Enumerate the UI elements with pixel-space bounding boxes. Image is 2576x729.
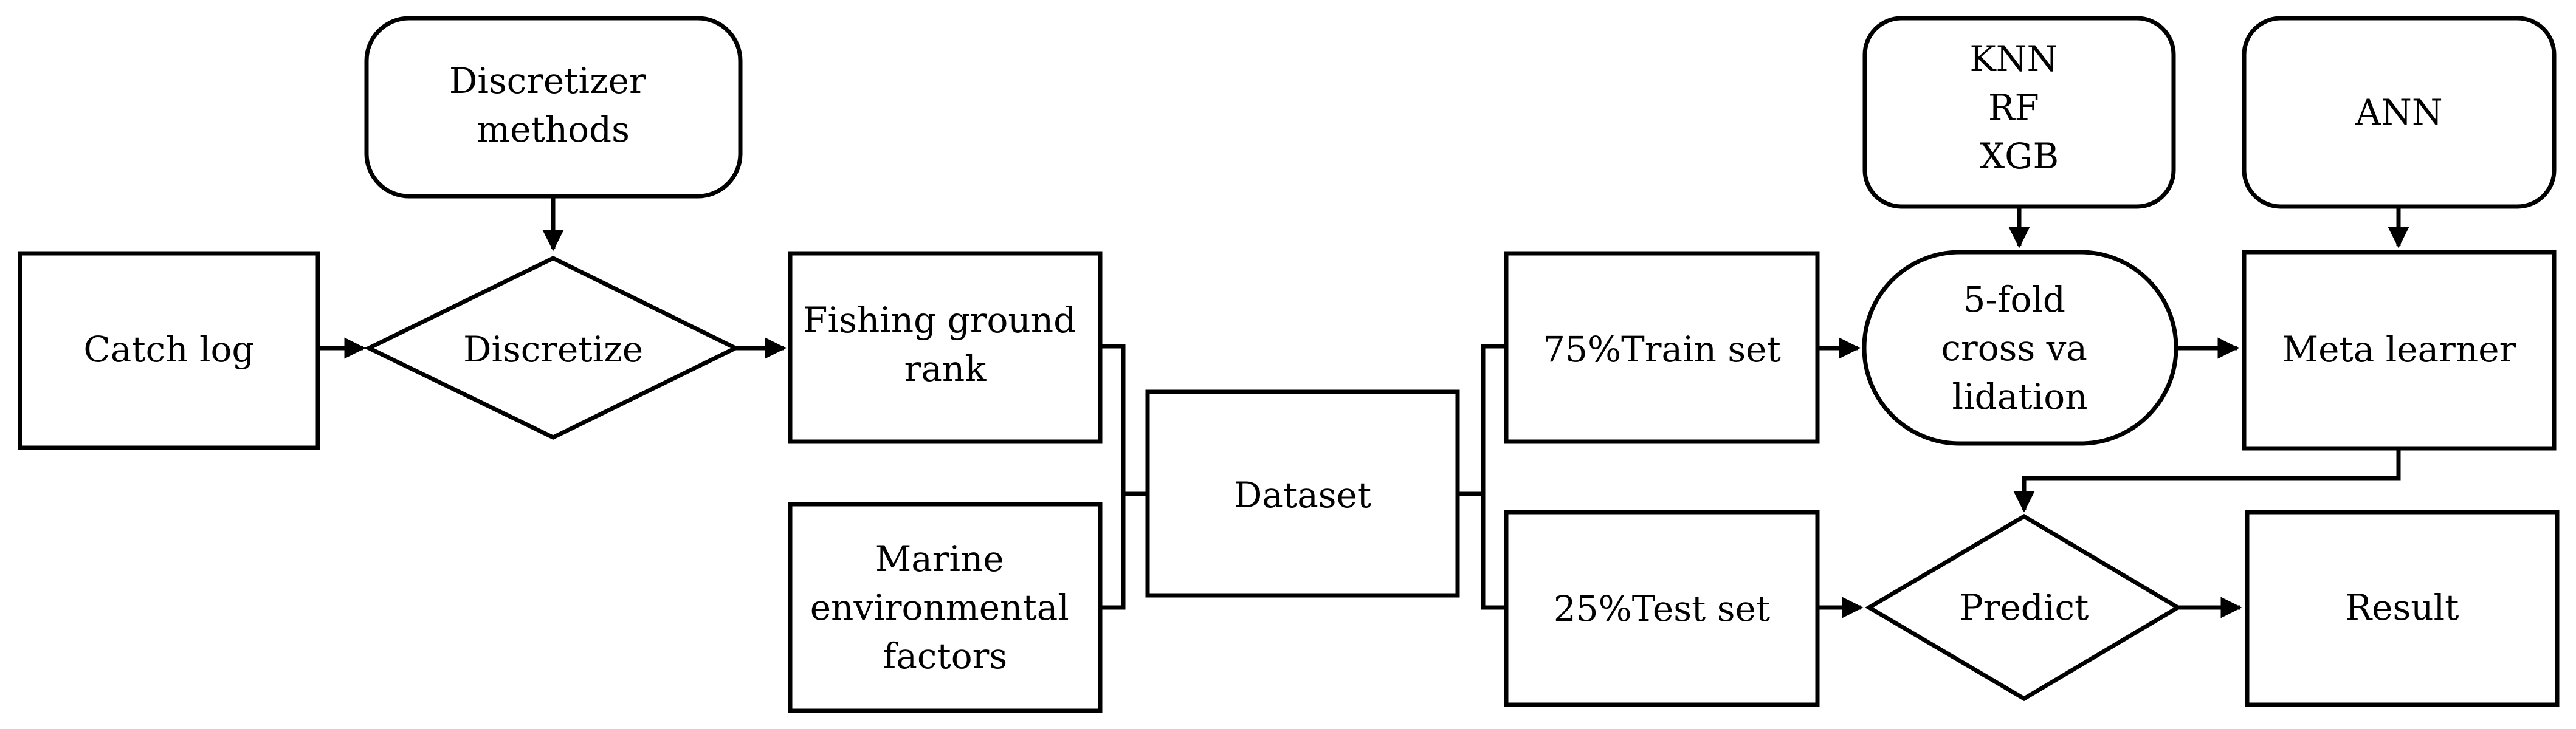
edge-marine-to-dataset: [1100, 494, 1126, 610]
node-meta-learner: Meta learner: [2242, 250, 2557, 451]
node-label: Marine environmental factors: [810, 538, 1081, 677]
edge-meta-to-predict: [2013, 448, 2401, 513]
node-label: Discretizer methods: [449, 60, 657, 150]
node-predict-decision: Predict: [1865, 513, 2182, 702]
node-fishing-ground-rank: Fishing ground rank: [788, 251, 1103, 444]
edge-dataset-to-train: [1458, 344, 1506, 496]
node-label: Meta learner: [2282, 329, 2516, 370]
node-base-models: KNN RF XGB: [1862, 16, 2176, 209]
node-label: KNN RF XGB: [1969, 38, 2068, 177]
edge-fishing-rank-to-dataset: [1100, 344, 1148, 496]
node-label: Fishing ground rank: [803, 299, 1087, 389]
node-label: Result: [2346, 587, 2459, 628]
node-catch-log: Catch log: [18, 251, 320, 450]
node-label: 25%Test set: [1554, 588, 1770, 629]
node-discretizer-methods: Discretizer methods: [364, 16, 743, 199]
node-label: ANN: [2355, 92, 2442, 133]
node-test-set: 25%Test set: [1504, 510, 1820, 707]
node-label: 5-fold cross va lidation: [1941, 279, 2099, 417]
node-label: Predict: [1960, 587, 2089, 628]
edge-dataset-to-test: [1481, 494, 1506, 610]
connectors: [318, 196, 2409, 618]
node-marine-environmental-factors: Marine environmental factors: [788, 502, 1103, 713]
node-cross-validation: 5-fold cross va lidation: [1862, 250, 2178, 446]
node-ann: ANN: [2242, 16, 2557, 209]
node-label: Dataset: [1234, 474, 1371, 516]
node-result: Result: [2245, 510, 2560, 707]
node-label: 75%Train set: [1543, 329, 1781, 370]
node-train-set: 75%Train set: [1504, 251, 1820, 444]
node-discretize-decision: Discretize: [364, 256, 740, 440]
node-label: Catch log: [83, 329, 254, 370]
node-label: Discretize: [463, 329, 643, 370]
node-dataset: Dataset: [1145, 389, 1460, 598]
